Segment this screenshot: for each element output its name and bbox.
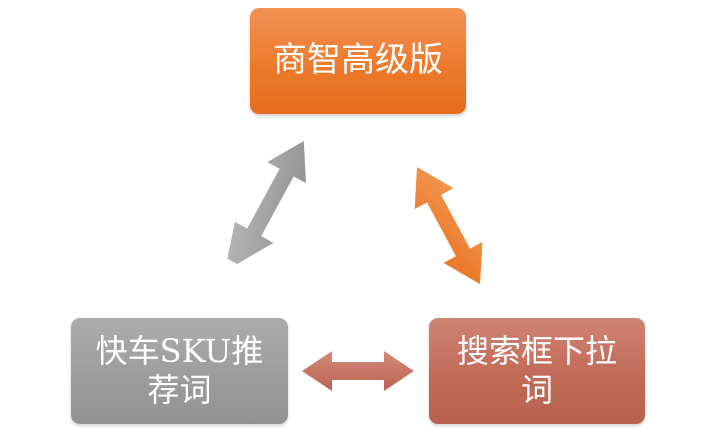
node-right-label: 搜索框下拉词 <box>456 331 617 409</box>
node-top-label: 商智高级版 <box>273 40 443 81</box>
node-left-label: 快车SKU推荐词 <box>95 331 264 409</box>
node-shangzhi-advanced: 商智高级版 <box>250 8 466 114</box>
node-express-sku-keywords: 快车SKU推荐词 <box>71 318 288 424</box>
arrow-left-to-right <box>302 351 414 391</box>
arrow-left-to-top <box>227 140 306 264</box>
arrow-top-to-right <box>414 167 483 285</box>
node-search-dropdown-keywords: 搜索框下拉词 <box>429 318 645 424</box>
